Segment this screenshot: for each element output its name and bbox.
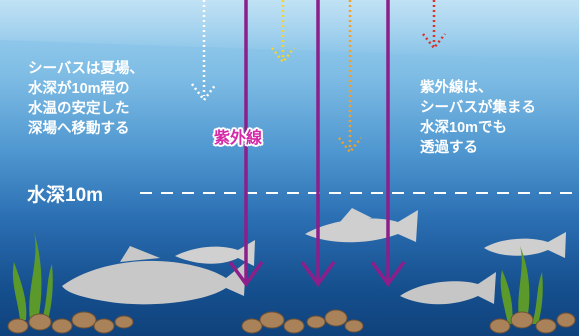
orange-dotted-ray: [338, 0, 362, 155]
uv-arrow-3: [370, 0, 406, 287]
seaweed-left: [12, 232, 53, 320]
seaweed-right: [500, 246, 543, 324]
fish-right-lower: [400, 272, 496, 305]
note-line: 透過する: [420, 140, 478, 156]
red-dotted-ray: [422, 0, 446, 51]
seafloor-rocks: [7, 309, 576, 334]
note-line: 紫外線は、: [420, 80, 493, 96]
note-line: 水深が10m程の: [28, 81, 130, 97]
uv-arrow-1: [228, 0, 264, 287]
fish-small-left: [175, 240, 255, 266]
uv-label: 紫外線: [214, 130, 263, 147]
summer-migration-note: シーバスは夏場、 水深が10m程の 水温の安定した 深場へ移動する: [28, 59, 144, 139]
note-line: 水温の安定した: [28, 101, 130, 117]
surface-glow: [0, 0, 579, 60]
fish-center: [305, 208, 418, 243]
note-line: シーバスは夏場、: [28, 61, 144, 77]
depth-10m-label: 水深10m: [27, 185, 104, 206]
yellow-dotted-ray: [271, 0, 295, 65]
uv-arrow-2: [300, 0, 336, 287]
white-dotted-ray: [191, 0, 217, 103]
fish-large-left: [62, 246, 246, 305]
note-line: シーバスが集まる: [420, 100, 536, 116]
uv-penetration-note: 紫外線は、 シーバスが集まる 水深10mでも 透過する: [420, 78, 536, 158]
note-line: 深場へ移動する: [28, 121, 130, 137]
note-line: 水深10mでも: [420, 120, 508, 136]
fish-right-upper: [484, 232, 566, 258]
